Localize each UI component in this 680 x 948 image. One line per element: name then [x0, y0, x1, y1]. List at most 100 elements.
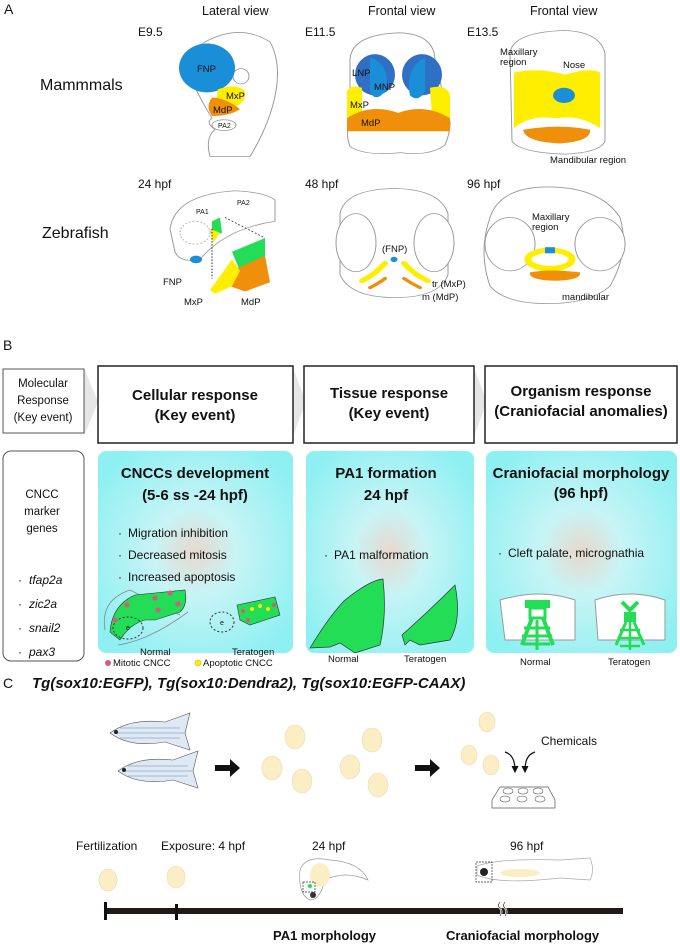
egg-icon — [166, 865, 186, 889]
embryos-icon — [261, 724, 389, 798]
svg-text:·: · — [18, 645, 22, 659]
cncc-title-2: (5-6 ss -24 hpf) — [142, 487, 248, 504]
panel-a: A Lateral view Frontal view Frontal view… — [4, 1, 626, 308]
normal-cartilage — [499, 593, 576, 650]
arrow-icon — [215, 759, 240, 777]
egg-icon — [98, 868, 118, 892]
marker-genes-box: CNCC marker genes ·tfap2a ·zic2a ·snail2… — [2, 450, 85, 662]
label-tr-mxp: tr (MxP) — [432, 279, 466, 290]
organism-response-box: Organism response (Craniofacial anomalie… — [484, 365, 678, 444]
gene-item: snail2 — [29, 621, 61, 635]
panel-c: C Tg(sox10:EGFP), Tg(sox10:Dendra2), Tg(… — [3, 675, 623, 943]
cellular-response-box: Cellular response (Key event) — [97, 365, 294, 444]
pa1-title-2: 24 hpf — [364, 487, 409, 504]
panel-a-drawings — [169, 30, 626, 305]
cellular-line-1: Cellular response — [132, 387, 258, 404]
pa1-formation-panel: PA1 formation 24 hpf · PA1 malformation … — [306, 451, 474, 665]
organism-line-1: Organism response — [511, 383, 652, 400]
svg-text:·: · — [118, 526, 122, 540]
cncc-bullet: Migration inhibition — [128, 526, 228, 540]
panel-label-b: B — [3, 337, 12, 353]
svg-text:e: e — [126, 625, 130, 632]
gene-item: pax3 — [28, 645, 55, 659]
label-nose: Nose — [563, 60, 585, 71]
pa1-bullet: PA1 malformation — [334, 548, 428, 562]
view-header-frontal-2: Frontal view — [530, 4, 598, 18]
panel-b: B Molecular Response (Key event) Cellula… — [2, 337, 678, 669]
label-maxillary-zf-2: region — [532, 222, 558, 233]
cncc-normal-label: Normal — [140, 647, 171, 658]
timeline-96hpf: 96 hpf — [510, 839, 544, 853]
zf-48hpf-diagram — [335, 188, 455, 298]
chemicals-label: Chemicals — [541, 734, 597, 748]
embryo-24hpf-icon — [299, 858, 369, 901]
organism-line-2: (Craniofacial anomalies) — [494, 403, 667, 420]
gene-item: tfap2a — [29, 573, 63, 587]
stage-96hpf: 96 hpf — [467, 177, 501, 191]
zf-24hpf-diagram — [169, 190, 276, 294]
timeline-24hpf: 24 hpf — [312, 839, 346, 853]
cranio-bullet: Cleft palate, micrognathia — [508, 546, 644, 560]
outcome-craniofacial-morphology: Craniofacial morphology — [446, 928, 600, 943]
cranio-normal-label: Normal — [520, 657, 551, 668]
adult-zebrafish-icon — [109, 712, 199, 789]
panel-label-a: A — [4, 1, 14, 17]
cranio-teratogen-label: Teratogen — [608, 657, 650, 668]
pa1-teratogen-label: Teratogen — [404, 654, 446, 665]
molecular-response-box: Molecular Response (Key event) — [2, 368, 85, 434]
label-pa2: PA2 — [218, 123, 231, 130]
svg-text:·: · — [118, 570, 122, 584]
tissue-line-2: (Key event) — [349, 405, 430, 422]
stage-e9-5: E9.5 — [138, 25, 163, 39]
label-mdp-zf: MdP — [241, 297, 261, 308]
marker-title-3: genes — [26, 523, 58, 535]
label-mdp: MdP — [213, 105, 233, 116]
cncc-teratogen-label: Teratogen — [232, 647, 274, 658]
label-mxp-frontal: MxP — [350, 100, 369, 111]
tissue-response-box: Tissue response (Key event) — [303, 365, 475, 444]
cncc-bullet: Decreased mitosis — [128, 548, 227, 562]
cranio-title-2: (96 hpf) — [554, 485, 608, 502]
species-zebrafish: Zebrafish — [42, 225, 109, 242]
stage-24hpf: 24 hpf — [138, 177, 172, 191]
cncc-development-panel: CNCCs development (5-6 ss -24 hpf) · Mig… — [98, 451, 293, 658]
cncc-legend: Mitotic CNCC Apoptotic CNCC — [105, 658, 273, 669]
molecular-line-1: Molecular — [18, 378, 68, 390]
mitotic-dot-icon — [105, 660, 111, 666]
apoptotic-dot-icon — [194, 659, 202, 667]
label-fnp-48: (FNP) — [382, 244, 407, 255]
label-maxillary-1: Maxillary — [500, 47, 538, 58]
e11-5-embryo-diagram — [347, 32, 451, 155]
pa1-normal-label: Normal — [328, 654, 359, 665]
label-maxillary-zf-1: Maxillary — [532, 212, 570, 223]
timeline-exposure: Exposure: 4 hpf — [161, 839, 246, 853]
label-mdp-frontal: MdP — [361, 118, 381, 129]
timeline-fertilization: Fertilization — [76, 839, 137, 853]
stage-e13-5: E13.5 — [467, 25, 499, 39]
label-mandibular-region: Mandibular region — [550, 155, 626, 166]
cranio-title-1: Craniofacial morphology — [493, 465, 670, 482]
panel-label-c: C — [3, 675, 13, 691]
pa1-title-1: PA1 formation — [335, 465, 436, 482]
marker-title-1: CNCC — [25, 489, 58, 501]
label-mnp: MNP — [374, 82, 395, 93]
label-pa2-zf: PA2 — [237, 200, 250, 207]
label-mxp: MxP — [226, 91, 245, 102]
svg-text:·: · — [18, 597, 22, 611]
svg-text:·: · — [324, 548, 328, 562]
svg-text:e: e — [220, 620, 224, 627]
craniofacial-panel: Craniofacial morphology (96 hpf) · Cleft… — [486, 451, 677, 668]
species-mammals: Mammmals — [40, 77, 123, 94]
label-fnp: FNP — [197, 64, 216, 75]
svg-text:·: · — [118, 548, 122, 562]
label-maxillary-2: region — [500, 57, 526, 68]
legend-mitotic: Mitotic CNCC — [113, 658, 171, 669]
cellular-line-2: (Key event) — [155, 407, 236, 424]
view-header-frontal-1: Frontal view — [368, 4, 436, 18]
cncc-title-1: CNCCs development — [121, 465, 269, 482]
zf-96hpf-diagram — [483, 186, 626, 305]
e13-5-embryo-diagram — [509, 30, 606, 155]
label-m-mdp: m (MdP) — [422, 292, 458, 303]
cncc-bullet: Increased apoptosis — [128, 570, 235, 584]
label-fnp-zf: FNP — [163, 277, 182, 288]
